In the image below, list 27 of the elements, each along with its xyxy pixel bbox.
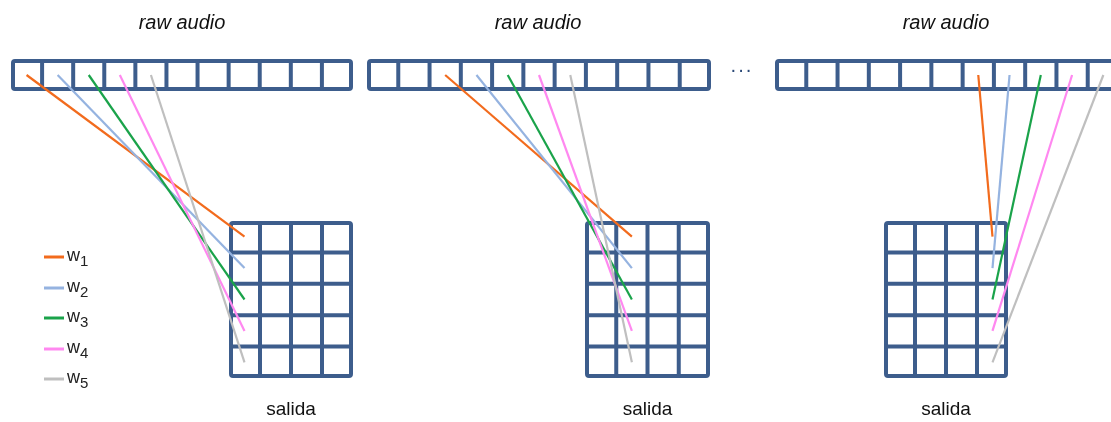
weight-line xyxy=(991,74,1074,332)
legend-label: w$_{2}$ xyxy=(67,275,89,300)
weight-line xyxy=(87,74,246,301)
weight-line xyxy=(991,74,1105,363)
input-title: raw audio xyxy=(494,11,582,34)
weight-line xyxy=(149,74,246,363)
output-label: salida xyxy=(266,398,316,420)
input-title: raw audio xyxy=(902,11,990,34)
weight-line xyxy=(118,74,246,332)
legend-label: w$_{5}$ xyxy=(67,367,89,392)
weight-line xyxy=(25,74,246,238)
weight-line xyxy=(475,74,633,269)
legend-label: w$_{1}$ xyxy=(67,245,89,270)
legend-label: w$_{4}$ xyxy=(67,336,89,361)
weight-line xyxy=(977,74,994,237)
weight-line xyxy=(444,74,633,238)
weight-line xyxy=(506,74,633,301)
ellipsis: ··· xyxy=(730,58,753,81)
input-title: raw audio xyxy=(138,11,226,34)
weight-line xyxy=(56,74,246,269)
output-label: salida xyxy=(921,398,971,420)
weight-line xyxy=(991,74,1042,300)
legend-label: w$_{3}$ xyxy=(67,306,89,331)
weight-line xyxy=(569,74,633,363)
weight-line xyxy=(991,74,1011,269)
weight-line xyxy=(537,74,633,332)
output-label: salida xyxy=(622,398,673,420)
